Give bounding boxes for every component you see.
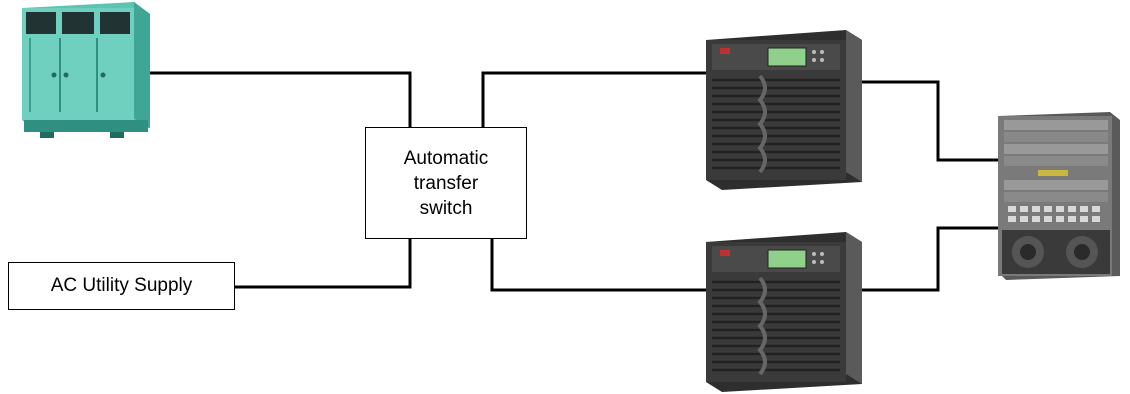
ats-label-line-3: switch <box>419 197 473 219</box>
ats-label-line-1: Automatic <box>403 147 489 169</box>
line-generator-to-ats <box>150 71 412 127</box>
automatic-transfer-switch-box: Automatic transfer switch <box>365 127 527 239</box>
ats-label-line-2: transfer <box>413 172 479 194</box>
diesel-generator-icon <box>22 2 150 138</box>
rack-ups-icon <box>706 232 862 392</box>
line-ats-to-ups-bottom <box>490 239 706 292</box>
connection-lines <box>150 71 1000 292</box>
line-ups-top-to-switch <box>860 80 1000 162</box>
line-ats-to-ups-top <box>481 71 706 127</box>
ac-utility-supply-box: AC Utility Supply <box>8 262 235 310</box>
line-ups-bottom-to-switch <box>860 226 1000 292</box>
network-switch-chassis-icon <box>998 112 1120 280</box>
line-ac-to-ats <box>235 239 412 289</box>
ac-utility-supply-label: AC Utility Supply <box>50 275 193 296</box>
rack-ups-icon <box>706 30 862 190</box>
